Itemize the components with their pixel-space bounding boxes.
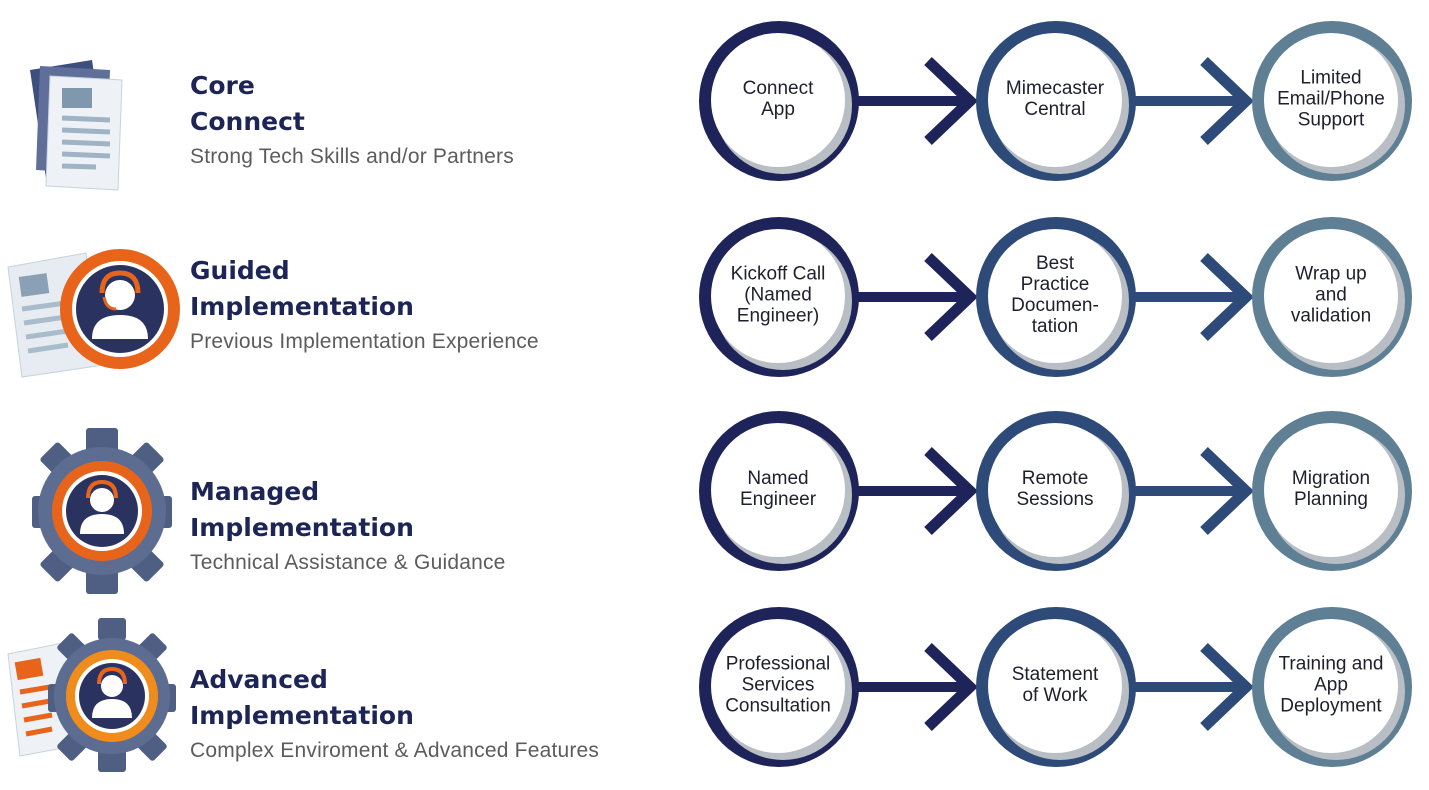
documents-gear-support-agent-icon <box>7 618 176 772</box>
flow-arrow-icon <box>1126 643 1254 731</box>
tier-managed-implementation: Managed Implementation Technical Assista… <box>0 422 680 602</box>
step-circle <box>976 411 1136 571</box>
tier-subtitle: Strong Tech Skills and/or Partners <box>190 145 514 168</box>
documents-icon <box>30 60 123 191</box>
flow-graphic <box>699 411 1412 571</box>
flow-arrow-icon <box>849 57 978 145</box>
flow-graphic <box>699 217 1412 377</box>
flow-arrow-icon <box>1126 253 1254 341</box>
tier-text-block: Managed Implementation Technical Assista… <box>190 474 506 578</box>
step-circle <box>1252 21 1412 181</box>
step-circle <box>976 21 1136 181</box>
flow-graphic <box>699 607 1412 767</box>
tier-core-connect: Core Connect Strong Tech Skills and/or P… <box>0 40 680 220</box>
tier-title-line1: Core <box>190 71 255 100</box>
step-circle <box>976 607 1136 767</box>
tier-subtitle: Complex Enviroment & Advanced Features <box>190 739 600 762</box>
flow-arrow-icon <box>849 447 978 535</box>
step-circle <box>1252 411 1412 571</box>
tier-guided-implementation: Guided Implementation Previous Implement… <box>0 225 680 405</box>
step-circle <box>1252 607 1412 767</box>
tier-title-line2: Implementation <box>190 513 414 542</box>
flow-arrow-icon <box>1126 447 1254 535</box>
tier-title-line2: Implementation <box>190 292 414 321</box>
tier-title-line2: Implementation <box>190 701 414 730</box>
step-circle <box>1252 217 1412 377</box>
tier-title-line2: Connect <box>190 107 305 136</box>
step-circle <box>699 21 859 181</box>
tier-text-block: Guided Implementation Previous Implement… <box>190 253 539 357</box>
tier-subtitle: Technical Assistance & Guidance <box>190 551 506 574</box>
step-circle <box>699 411 859 571</box>
flow-arrow-icon <box>1126 57 1254 145</box>
step-circle <box>976 217 1136 377</box>
step-circle <box>699 607 859 767</box>
tier-text-block: Advanced Implementation Complex Envirome… <box>190 662 599 766</box>
tier-title-line1: Guided <box>190 256 290 285</box>
tier-title-line1: Advanced <box>190 665 328 694</box>
tier-advanced-implementation: Advanced Implementation Complex Envirome… <box>0 610 680 790</box>
documents-support-agent-icon <box>7 249 180 378</box>
tier-subtitle: Previous Implementation Experience <box>190 330 539 353</box>
flow-arrow-icon <box>849 643 978 731</box>
tier-title-line1: Managed <box>190 477 320 506</box>
tier-text-block: Core Connect Strong Tech Skills and/or P… <box>190 68 514 172</box>
gear-support-agent-icon <box>32 428 172 594</box>
flow-graphic <box>699 21 1412 181</box>
step-circle <box>699 217 859 377</box>
flow-arrow-icon <box>849 253 978 341</box>
